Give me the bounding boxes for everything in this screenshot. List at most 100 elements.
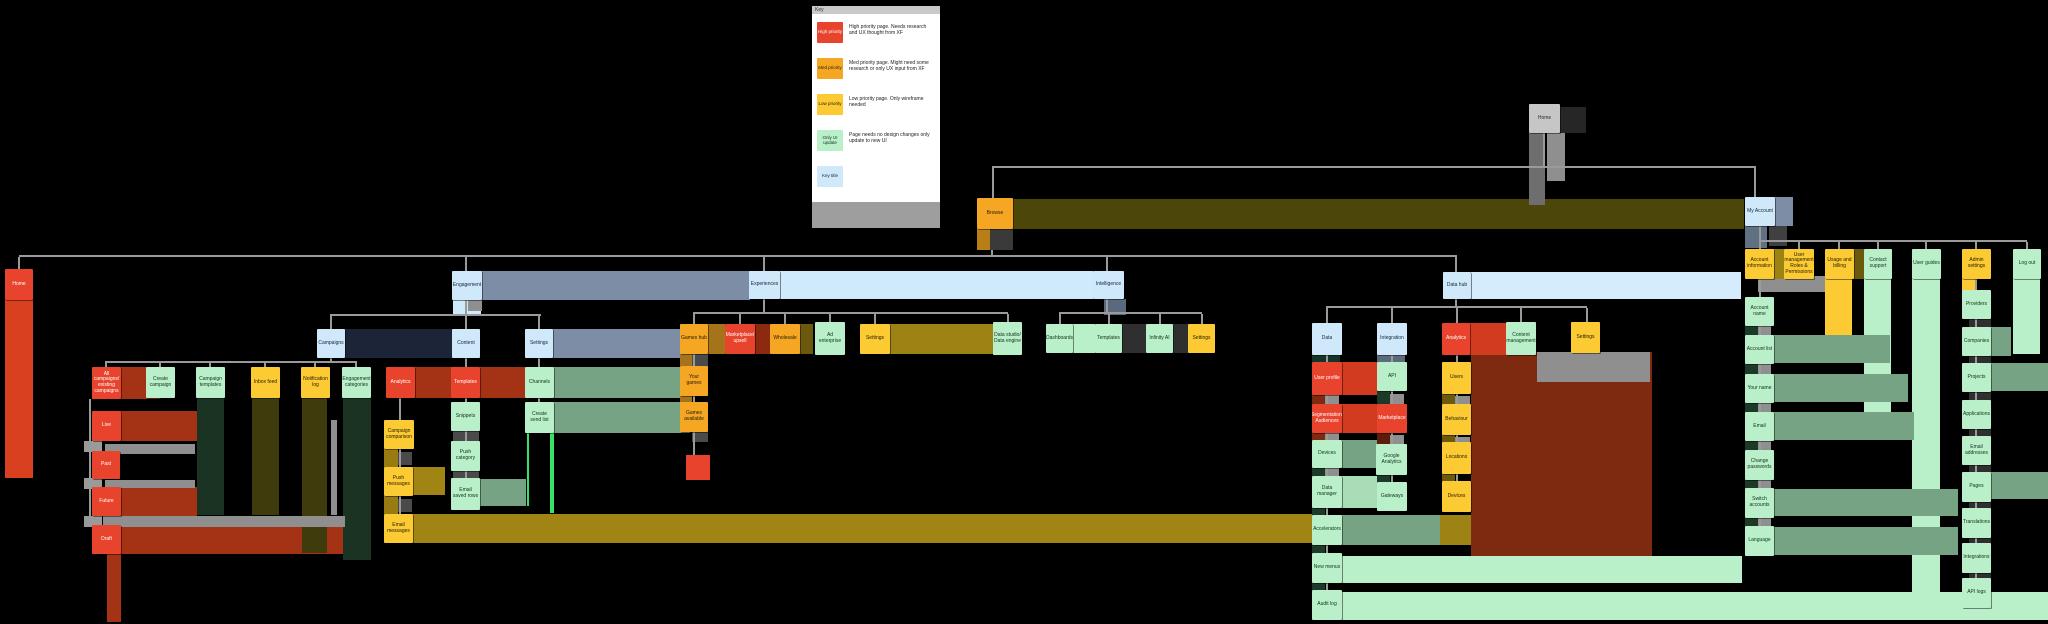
marketplace-upsell-node[interactable]: Marketplace/ upsell [725, 324, 755, 354]
audit-log-node[interactable]: Audit log [1312, 590, 1342, 620]
create-campaign-node[interactable]: Create campaign [146, 367, 175, 398]
segmentation-audiences-node[interactable]: Segmentation/ Audiences [1312, 404, 1342, 433]
user-guides-node[interactable]: User guides [1912, 249, 1941, 279]
email-addresses-node[interactable]: Email addresses [1962, 436, 1991, 465]
integration-node[interactable]: Integration [1377, 323, 1407, 355]
experiences-node[interactable]: Experiences [749, 271, 780, 299]
node-label: Home [1537, 114, 1552, 121]
settings-node[interactable]: Settings [1571, 322, 1600, 353]
usage-and-billing-node[interactable]: Usage and billing [1825, 249, 1854, 279]
notification-log-node[interactable]: Notification log [301, 367, 330, 398]
connector-line [1326, 433, 1328, 440]
accelerators-node[interactable]: Accelerators [1312, 515, 1342, 545]
your-games-node[interactable]: Your games [680, 366, 708, 396]
api-node[interactable]: API [1377, 362, 1407, 391]
snippets-node[interactable]: Snippets [451, 402, 480, 431]
legend-titlebar[interactable]: Key [812, 6, 940, 14]
campaigns-node[interactable]: Campaigns [317, 329, 345, 358]
user-management-roles-permissions-node[interactable]: User management Roles & Permissions [1784, 249, 1814, 279]
settings-node[interactable]: Settings [525, 329, 553, 358]
browse-node[interactable]: Browse [977, 198, 1013, 229]
email-messages-node[interactable]: Email messages [384, 514, 413, 543]
api-logs-node[interactable]: API logs [1962, 578, 1991, 608]
translations-node[interactable]: Translations [1962, 508, 1991, 538]
language-node[interactable]: Language [1745, 526, 1774, 556]
home-node[interactable]: Home [5, 269, 33, 300]
account-list-node[interactable]: Account list [1745, 335, 1774, 364]
new-menus-node[interactable]: New menus [1312, 553, 1342, 583]
dashboards-node[interactable]: Dashboards [1046, 324, 1073, 353]
email-saved-rows-node[interactable]: Email saved rows [451, 478, 480, 510]
live-node[interactable]: Live [92, 411, 121, 441]
users-node[interactable]: Users [1442, 362, 1471, 394]
campaign-templates-node[interactable]: Campaign templates [196, 367, 225, 398]
devices-node[interactable]: Devices [1442, 481, 1471, 512]
behaviour-node[interactable]: Behaviour [1442, 404, 1471, 435]
contact-support-node[interactable]: Contact support [1864, 249, 1892, 279]
templates-node[interactable]: Templates [451, 367, 480, 398]
analytics-node[interactable]: Analytics [1442, 323, 1470, 355]
gateways-node[interactable]: Gateways [1377, 482, 1407, 511]
band [1912, 279, 1940, 605]
all-campaigns-existing-campaigns-node[interactable]: All campaigns/ existing campaigns [92, 367, 121, 399]
settings-node[interactable]: Settings [1188, 324, 1215, 353]
projects-node[interactable]: Projects [1962, 363, 1991, 392]
data-node[interactable]: Data [1312, 323, 1342, 355]
locations-node[interactable]: Locations [1442, 442, 1471, 474]
node-label: Audit log [1317, 601, 1337, 608]
node-label: Devices [1318, 450, 1336, 457]
infinity-ai-node[interactable]: Infinity AI [1146, 324, 1173, 353]
inbox-feed-node[interactable]: Inbox feed [251, 367, 280, 398]
connector-line [1106, 298, 1108, 312]
push-messages-node[interactable]: Push messages [384, 467, 413, 496]
your-name-node[interactable]: Your name [1745, 374, 1774, 403]
future-node[interactable]: Future [92, 487, 121, 516]
devices-node[interactable]: Devices [1312, 440, 1342, 468]
connector-line [355, 363, 357, 367]
integrations-node[interactable]: Integrations [1962, 543, 1991, 573]
create-send-list-node[interactable]: Create send list [525, 402, 554, 433]
account-name-node[interactable]: Account name [1745, 297, 1774, 326]
account-information-node[interactable]: Account information [1745, 249, 1774, 279]
engagement-node[interactable]: Engagement [452, 271, 482, 300]
providers-node[interactable]: Providers [1962, 290, 1991, 319]
engagement-categories-node[interactable]: Engagement categories [342, 367, 371, 398]
templates-node[interactable]: Templates [1095, 324, 1122, 353]
channels-node[interactable]: Channels [525, 367, 554, 398]
log-out-node[interactable]: Log out [2013, 249, 2041, 279]
node-label: User guides [1913, 260, 1940, 267]
past-node[interactable]: Past [92, 451, 120, 479]
google-analytics-node[interactable]: Google Analytics [1376, 444, 1407, 475]
companies-node[interactable]: Companies [1962, 327, 1991, 356]
user-profile-node[interactable]: User profile [1312, 362, 1342, 395]
wholesale-node[interactable]: Wholesale [770, 324, 800, 354]
admin-settings-node[interactable]: Admin settings [1962, 249, 1991, 279]
connector-line [1586, 308, 1588, 322]
settings-node[interactable]: Settings [860, 324, 890, 354]
connector-line [89, 399, 91, 527]
games-hub-node[interactable]: Games hub [680, 324, 708, 354]
my-account-node[interactable]: My Account [1745, 197, 1775, 226]
home-node[interactable]: Home [1529, 104, 1560, 133]
campaign-comparison-node[interactable]: Campaign comparison [384, 420, 414, 449]
content-node[interactable]: Content [452, 329, 480, 358]
node-label: Games hub [681, 335, 707, 342]
marketplace-node[interactable]: Marketplace [1377, 404, 1407, 433]
ad-enterprise-node[interactable]: Ad enterprise [815, 322, 845, 355]
change-passwords-node[interactable]: Change passwords [1745, 450, 1774, 480]
draft-node[interactable]: Draft [92, 525, 121, 554]
pages-node[interactable]: Pages [1962, 472, 1991, 502]
band [554, 402, 690, 433]
data-manager-node[interactable]: Data manager [1312, 476, 1342, 508]
email-node[interactable]: Email [1745, 412, 1774, 441]
switch-accounts-node[interactable]: Switch accounts [1745, 488, 1774, 518]
data-studio-data-engine-node[interactable]: Data studio/ Data engine [993, 322, 1022, 355]
intelligence-node[interactable]: Intelligence [1093, 271, 1124, 299]
applications-node[interactable]: Applications [1962, 400, 1991, 429]
push-category-node[interactable]: Push category [451, 441, 480, 471]
games-available-node[interactable]: Games available [680, 402, 708, 432]
data-hub-node[interactable]: Data hub [1443, 272, 1471, 299]
analytics-node[interactable]: Analytics [386, 367, 415, 398]
content-management-node[interactable]: Content management [1506, 322, 1536, 355]
